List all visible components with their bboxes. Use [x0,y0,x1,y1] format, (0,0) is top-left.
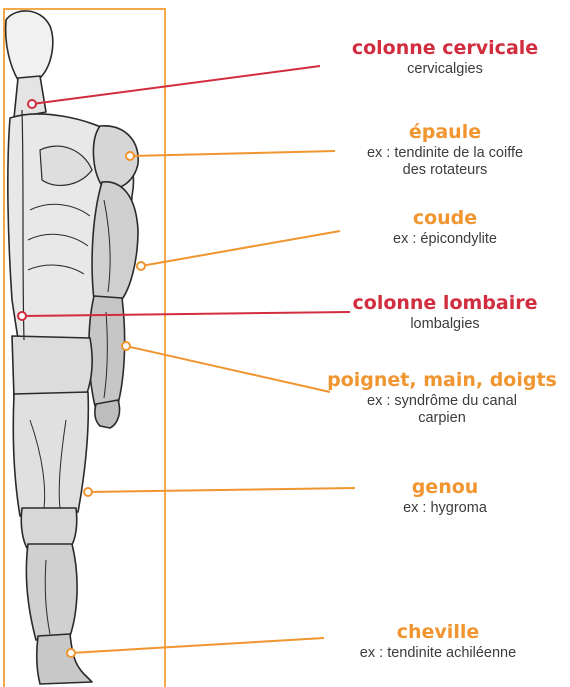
leader-line-epaule [130,151,335,156]
label-coude: coude ex : épicondylite [325,208,565,248]
label-epaule: épaule ex : tendinite de la coiffe des r… [325,122,565,178]
label-title: cheville [318,622,558,643]
label-description: ex : tendinite achiléenne [318,645,558,661]
anchor-dot-colonne-cervicale [28,100,36,108]
label-poignet: poignet, main, doigts ex : syndrôme du c… [322,370,562,426]
label-description: ex : hygroma [325,500,565,516]
label-title: poignet, main, doigts [322,370,562,391]
label-title: genou [325,477,565,498]
anchor-dot-poignet [122,342,130,350]
leader-line-poignet [126,346,330,392]
label-description: cervicalgies [325,61,565,77]
label-description: ex : épicondylite [325,231,565,247]
label-title: colonne cervicale [325,38,565,59]
label-title: épaule [325,122,565,143]
label-colonne-lombaire: colonne lombaire lombalgies [325,293,565,333]
label-colonne-cervicale: colonne cervicale cervicalgies [325,38,565,78]
label-description: ex : tendinite de la coiffe des rotateur… [355,145,535,177]
leader-line-genou [88,488,355,492]
label-title: colonne lombaire [325,293,565,314]
leader-line-colonne-cervicale [32,66,320,104]
label-description: ex : syndrôme du canal carpien [362,393,522,425]
anchor-dot-coude [137,262,145,270]
anchor-dot-cheville [67,649,75,657]
leader-line-coude [141,231,340,266]
anchor-dot-epaule [126,152,134,160]
label-description: lombalgies [325,316,565,332]
anchor-dot-colonne-lombaire [18,312,26,320]
label-title: coude [325,208,565,229]
label-genou: genou ex : hygroma [325,477,565,517]
muscle-figure-icon [6,11,139,684]
label-cheville: cheville ex : tendinite achiléenne [318,622,558,662]
leader-line-cheville [71,638,324,653]
anchor-dot-genou [84,488,92,496]
